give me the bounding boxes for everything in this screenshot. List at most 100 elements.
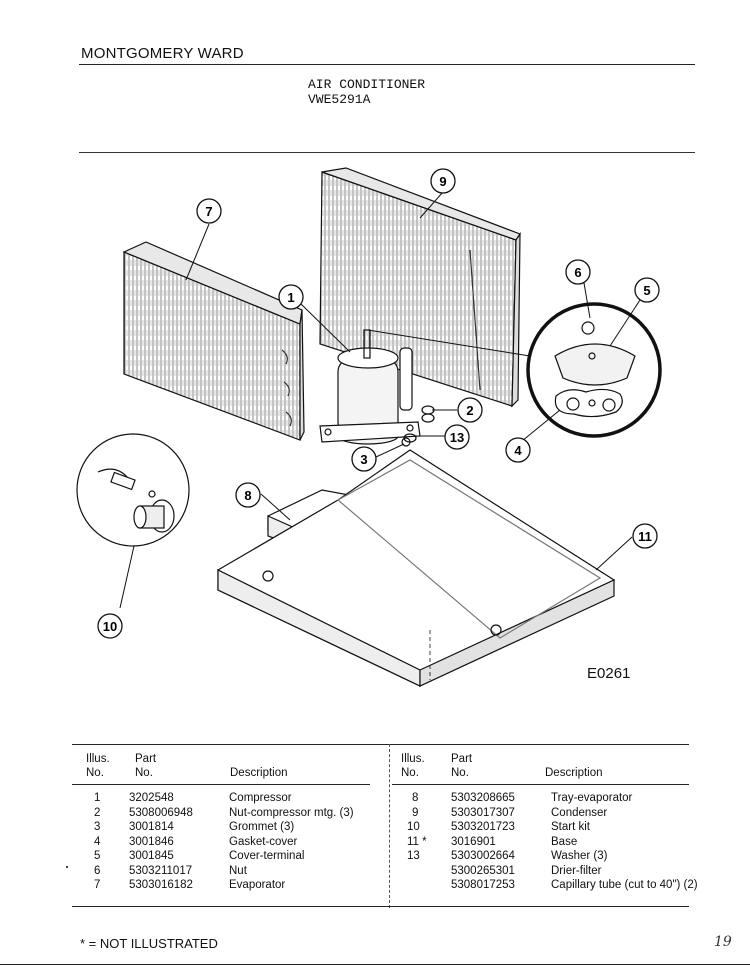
terminal-cover-detail (367, 302, 662, 438)
page-bottom-rule (0, 964, 750, 965)
parts-table-header-rule-left (72, 784, 370, 785)
callout-circle (565, 259, 591, 285)
callout-label: 13 (450, 430, 464, 445)
part-description: Capillary tube (cut to 40") (2) (551, 879, 698, 891)
callout-8: 8 (235, 482, 261, 508)
compressor (319, 329, 435, 447)
callout-label: 4 (514, 443, 522, 458)
diagram-code: E0261 (587, 665, 631, 682)
illus-no: 6 (94, 864, 101, 877)
part-description: Grommet (3) (229, 821, 295, 833)
start-kit-detail (76, 433, 190, 609)
part-no: 3001814 (129, 821, 174, 833)
callout-label: 1 (287, 290, 294, 305)
model-number: VWE5291A (308, 92, 371, 107)
exploded-parts-diagram: 1 2 3 4 5 6 7 8 9 10 11 13 (76, 167, 662, 687)
brand-name: MONTGOMERY WARD (81, 45, 244, 62)
part-description: Cover-terminal (229, 850, 305, 862)
part-no: 5303017307 (451, 806, 515, 819)
part-description: Tray-evaporator (551, 792, 633, 804)
callout-circle (505, 437, 531, 463)
illus-no: 8 (412, 792, 419, 804)
callout-circle (430, 168, 456, 194)
illus-no: 4 (94, 835, 101, 848)
illus-no: 11 * (407, 835, 427, 848)
evaporator-coil (122, 241, 305, 441)
part-no: 5308006948 (129, 806, 193, 819)
callout-13: 13 (444, 424, 470, 450)
header-illus-bottom: No. (86, 767, 104, 779)
part-description: Gasket-cover (229, 835, 298, 848)
page-mark: 19 (714, 934, 732, 950)
callout-11: 11 (632, 523, 658, 549)
base-pan (217, 449, 616, 687)
header-part: Part No. (451, 752, 472, 780)
part-no: 3202548 (129, 792, 174, 804)
header-part-top: Part (451, 753, 473, 765)
header-rule (79, 64, 695, 65)
illus-no: 9 (412, 806, 419, 819)
illus-no: 13 (407, 850, 420, 862)
part-description: Nut (229, 864, 247, 877)
part-no: 5308017253 (451, 879, 515, 891)
illus-no: 10 (407, 821, 420, 833)
callout-label: 2 (466, 403, 473, 418)
callout-circle (196, 198, 222, 224)
part-no: 5303002664 (451, 850, 515, 862)
header-part-bottom: No. (135, 767, 153, 779)
part-description: Drier-filter (551, 864, 602, 877)
part-no: 3001845 (129, 850, 174, 862)
part-description: Washer (3) (551, 850, 608, 862)
callout-circle (97, 613, 123, 639)
callout-5: 5 (634, 277, 660, 303)
callout-label: 7 (205, 204, 212, 219)
illus-no: 5 (94, 850, 101, 862)
callout-circle (444, 424, 470, 450)
callout-circle (235, 482, 261, 508)
callout-label: 9 (439, 174, 446, 189)
part-description: Condenser (551, 806, 608, 819)
header-illus-bottom: No. (401, 767, 419, 779)
illus-no: 7 (94, 879, 101, 891)
header-illus: Illus. No. (86, 752, 110, 780)
part-no: 3001846 (129, 835, 174, 848)
parts-table-bottom-rule (72, 906, 689, 907)
callout-3: 3 (351, 446, 377, 472)
parts-table-column-divider (389, 744, 390, 908)
header-part: Part No. (135, 752, 156, 780)
part-no: 5300265301 (451, 864, 515, 877)
callout-label: 11 (638, 529, 652, 544)
illus-no: 2 (94, 806, 101, 819)
header-illus: Illus. No. (401, 752, 425, 780)
callout-2: 2 (457, 397, 483, 423)
footnote: * = NOT ILLUSTRATED (80, 936, 218, 951)
callout-label: 8 (244, 488, 251, 503)
part-no: 5303016182 (129, 879, 193, 891)
part-description: Base (551, 835, 578, 848)
callout-circle (634, 277, 660, 303)
section-rule (79, 152, 695, 153)
callout-leaders (185, 191, 641, 571)
callout-group: 1 2 3 4 5 6 7 8 9 10 11 13 (97, 168, 660, 639)
callout-9: 9 (430, 168, 456, 194)
callout-4: 4 (505, 437, 531, 463)
callout-1: 1 (278, 284, 304, 310)
part-no: 5303201723 (451, 821, 515, 833)
title-block: AIR CONDITIONER VWE5291A (308, 77, 425, 107)
header-illus-top: Illus. (86, 753, 110, 765)
parts-table-top-rule (72, 744, 689, 745)
product-title: AIR CONDITIONER (308, 77, 426, 92)
scan-speck (66, 866, 68, 868)
header-description: Description (230, 767, 288, 779)
callout-10: 10 (97, 613, 123, 639)
header-illus-top: Illus. (401, 753, 425, 765)
callout-label: 5 (643, 283, 650, 298)
callout-6: 6 (565, 259, 591, 285)
callout-label: 10 (103, 619, 117, 634)
part-description: Nut-compressor mtg. (3) (229, 806, 354, 819)
parts-table-header-rule-right (392, 784, 689, 785)
part-no: 3016901 (451, 835, 496, 848)
header-part-top: Part (135, 753, 157, 765)
callout-circle (632, 523, 658, 549)
callout-circle (278, 284, 304, 310)
